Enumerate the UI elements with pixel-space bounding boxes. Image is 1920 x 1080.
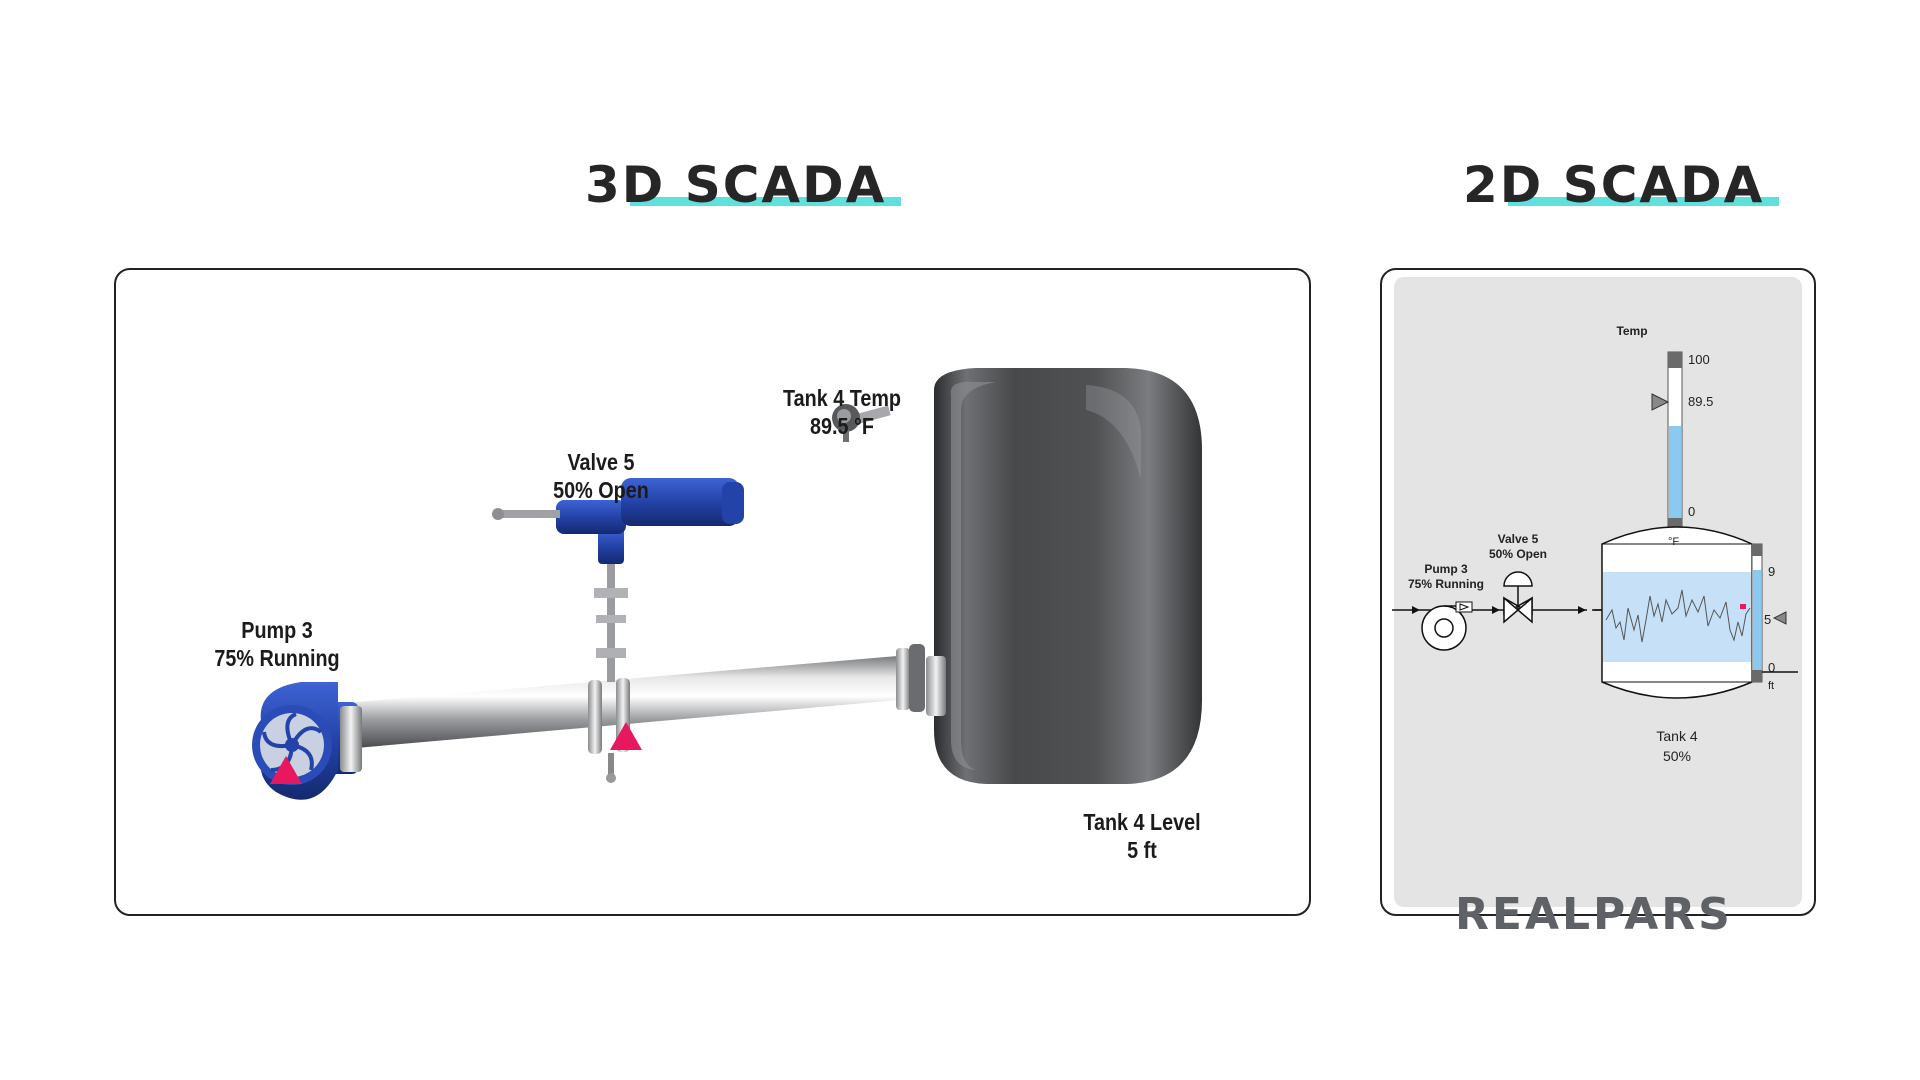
valve-alarm-marker[interactable] [610,722,642,750]
pump-label-3d: Pump 3 75% Running [195,616,358,672]
valve-symbol-2d [1503,571,1533,624]
tank-level-fill [1603,572,1751,662]
valve-name-2d: Valve 5 [1497,532,1539,546]
level-trend-line [1605,589,1751,643]
tank-4-3d [926,368,1202,784]
valve-label-2d: Valve 5 50% Open [1482,532,1554,562]
temp-sensor-3d [832,404,891,442]
temp-name: Tank 4 Temp [783,385,901,411]
heading-3d-scada: 3D SCADA [585,150,902,220]
pump-name: Pump 3 [241,617,313,643]
heading-2d-scada: 2D SCADA [1463,150,1780,220]
level-max-label: 9 [1768,564,1776,579]
pump-alarm-marker[interactable] [270,756,302,784]
temp-setpoint-marker [1651,393,1670,411]
pump-name-2d: Pump 3 [1424,562,1468,576]
temp-unit-label: °F [1668,536,1680,548]
pump-status: 75% Running [214,645,340,671]
level-label-3d: Tank 4 Level 5 ft [1065,808,1220,864]
panel-2d-scada: Temp 100 89.5 0 °F Pump 3 75% Running Va… [1380,268,1816,916]
valve-status-2d: 50% Open [1488,547,1548,561]
level-alarm-dot [1740,604,1746,609]
tank-label-2d: Tank 4 50% [1644,726,1710,766]
pump-status-2d: 75% Running [1407,577,1484,591]
scene-2d [1392,351,1798,699]
pump-label-2d: Pump 3 75% Running [1398,562,1494,592]
temp-value: 89.5 °F [810,413,874,439]
heading-2d-text: 2D SCADA [1463,156,1765,214]
level-name: Tank 4 Level [1083,809,1201,835]
level-setpoint-marker [1772,611,1787,625]
level-unit-label: ft [1768,680,1775,692]
realpars-logo: REALPARS [1455,889,1733,940]
temp-label-3d: Tank 4 Temp 89.5 °F [765,384,920,440]
tank-name-2d: Tank 4 [1656,728,1698,744]
pump-3-3d [252,682,362,800]
pump-symbol-2d [1421,601,1473,651]
valve-label-3d: Valve 5 50% Open [528,448,674,504]
temp-value-label: 89.5 [1688,394,1714,409]
temp-max-label: 100 [1688,352,1710,367]
temp-min-label: 0 [1688,504,1696,519]
tank-percent-2d: 50% [1662,748,1692,764]
temp-title-2d: Temp [1616,324,1648,338]
temp-bar-2d [1651,351,1683,533]
level-value-label: 5 [1764,612,1772,627]
level-value: 5 ft [1127,837,1157,863]
main-pipe-3d [356,644,925,783]
tank-4-symbol-2d [1601,526,1798,699]
panel-3d-scada: Pump 3 75% Running Valve 5 50% Open Tank… [114,268,1311,916]
valve-status: 50% Open [553,477,649,503]
scene-3d [252,368,1202,800]
level-min-label: 0 [1768,660,1776,675]
heading-3d-text: 3D SCADA [585,156,887,214]
valve-name: Valve 5 [567,449,635,475]
valve-5-3d [492,478,744,682]
